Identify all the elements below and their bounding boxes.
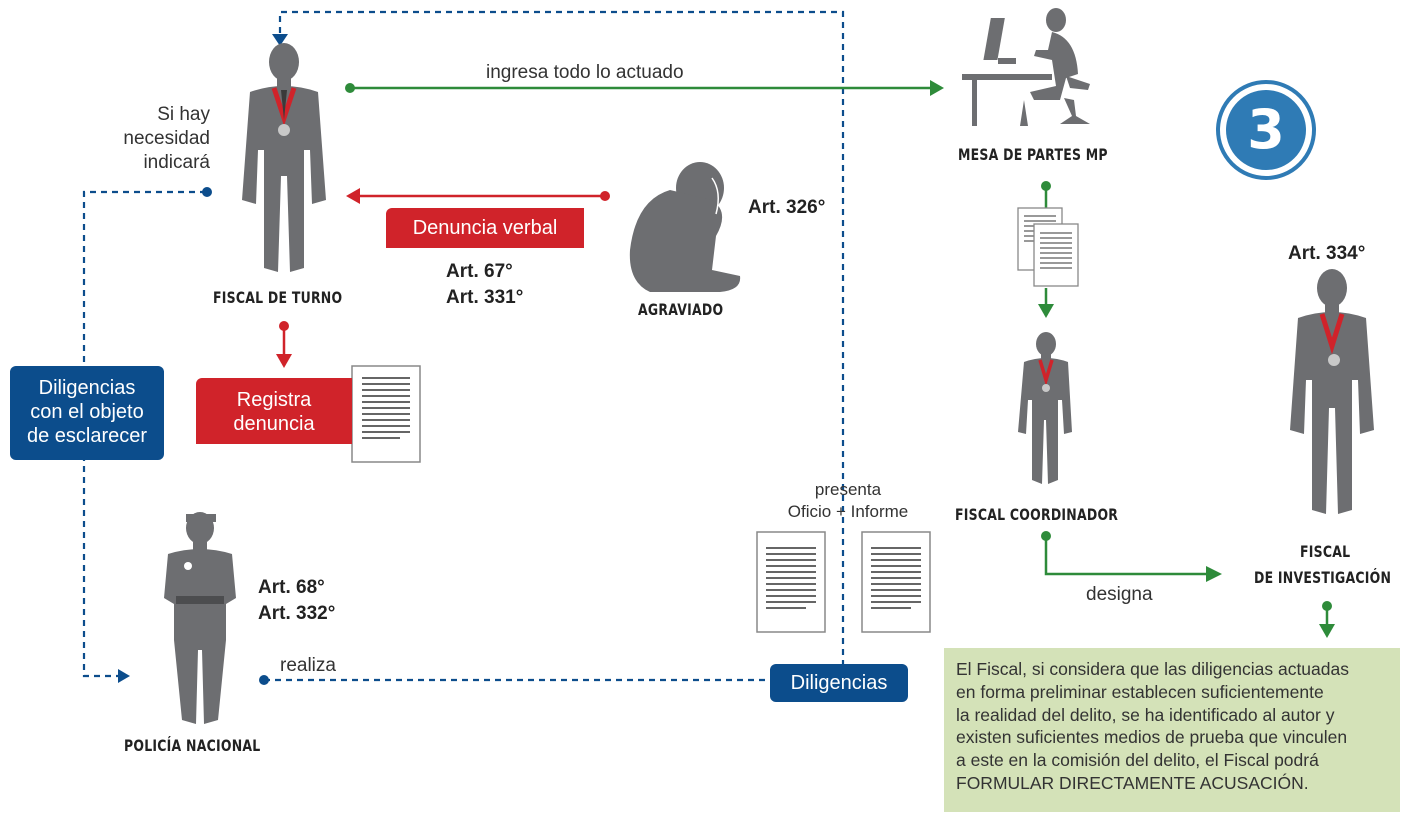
down-arrow-head	[272, 34, 288, 46]
article-334: Art. 334°	[1288, 243, 1366, 264]
document-stack-icon	[1017, 207, 1079, 287]
registra-arrow	[276, 321, 292, 368]
step-badge: 3	[1216, 80, 1316, 180]
ingresa-arrow	[345, 80, 944, 96]
role-agraviado: AGRAVIADO	[638, 300, 724, 319]
document-icon	[351, 365, 421, 463]
label-presenta-1: presenta	[814, 480, 882, 499]
role-fiscal-investigacion-1: FISCAL	[1300, 542, 1351, 561]
article-67: Art. 67°	[446, 261, 513, 282]
article-332: Art. 332°	[258, 603, 336, 624]
diligencias-objeto-box: Diligencias con el objeto de esclarecer	[10, 366, 164, 460]
conclusion-note: El Fiscal, si considera que las diligenc…	[944, 648, 1400, 812]
mesa-to-coordinador-arrow	[1038, 181, 1054, 318]
fiscal-coordinador-figure	[1018, 332, 1072, 484]
label-designa: designa	[1086, 584, 1153, 605]
denuncia-verbal-box: Denuncia verbal	[386, 208, 584, 248]
step-number: 3	[1226, 90, 1306, 170]
note-line-5: a este en la comisión del delito, el Fis…	[956, 750, 1319, 770]
registra-denuncia-box: Registra denuncia	[196, 378, 352, 444]
label-si-hay-1: Si hay	[157, 104, 210, 125]
investigacion-to-note-arrow	[1319, 601, 1335, 638]
informe-document-icon	[861, 531, 931, 633]
designa-arrow	[1041, 531, 1222, 582]
agraviado-figure	[629, 162, 741, 292]
note-line-3: la realidad del delito, se ha identifica…	[956, 704, 1335, 725]
diligencias-box: Diligencias	[770, 664, 908, 702]
role-fiscal-turno: FISCAL DE TURNO	[213, 288, 343, 307]
policia-figure	[164, 512, 236, 724]
diligencias-objeto-line-2: con el objeto	[30, 401, 144, 423]
article-331: Art. 331°	[446, 287, 524, 308]
label-presenta-2: Oficio + Informe	[787, 502, 909, 521]
note-line-1: El Fiscal, si considera que las diligenc…	[956, 659, 1349, 679]
role-fiscal-coordinador: FISCAL COORDINADOR	[955, 505, 1119, 524]
return-dashed-connector	[278, 10, 845, 666]
fiscal-turno-figure	[242, 43, 326, 272]
fiscal-investigacion-figure	[1290, 269, 1374, 514]
note-line-2: en forma preliminar establecen suficient…	[956, 681, 1324, 702]
role-fiscal-investigacion-2: DE INVESTIGACIÓN	[1254, 568, 1392, 587]
oficio-document-icon	[756, 531, 826, 633]
diligencias-objeto-line-3: de esclarecer	[26, 425, 148, 447]
mesa-partes-figure	[962, 8, 1090, 126]
article-326: Art. 326°	[748, 197, 826, 218]
label-si-hay-2: necesidad	[123, 128, 210, 149]
label-ingresa: ingresa todo lo actuado	[486, 62, 684, 83]
label-si-hay-3: indicará	[143, 152, 210, 173]
note-line-4: existen suficientes medios de prueba que…	[956, 727, 1348, 748]
registra-line-2: denuncia	[233, 413, 315, 435]
label-realiza: realiza	[280, 655, 336, 676]
role-mesa-partes: MESA DE PARTES MP	[958, 145, 1108, 164]
note-line-6: FORMULAR DIRECTAMENTE ACUSACIÓN.	[956, 772, 1309, 793]
role-policia: POLICÍA NACIONAL	[124, 736, 261, 755]
diligencias-objeto-line-1: Diligencias	[38, 377, 136, 399]
denuncia-arrow	[346, 188, 610, 204]
registra-line-1: Registra	[236, 389, 312, 411]
article-68: Art. 68°	[258, 577, 325, 598]
